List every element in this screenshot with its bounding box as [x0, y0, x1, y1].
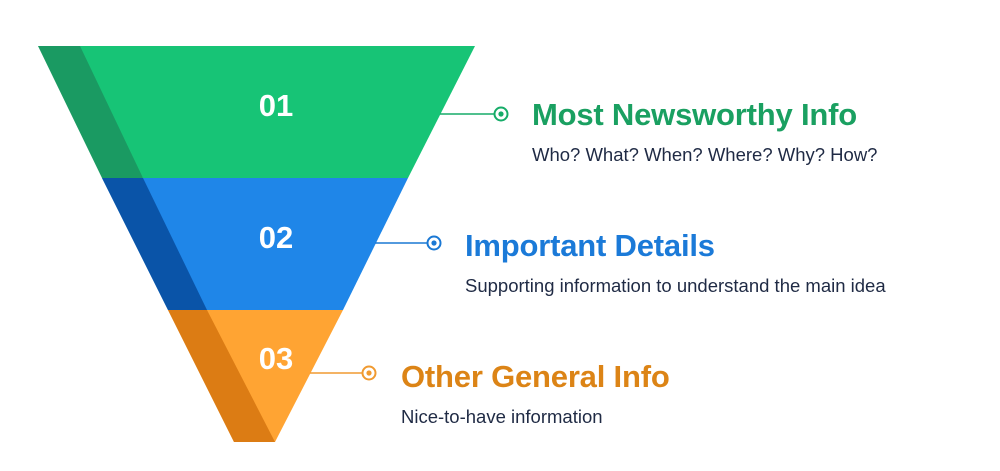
layer-2-label: Important Details Supporting information…: [465, 228, 886, 297]
layer-3-number: 03: [259, 341, 293, 376]
layer-2-number: 02: [259, 220, 293, 255]
layer-1-shadow: [38, 46, 143, 178]
layer-2-subtitle: Supporting information to understand the…: [465, 275, 886, 296]
layer-1-subtitle: Who? What? When? Where? Why? How?: [532, 144, 878, 165]
layer-1-number: 01: [259, 88, 293, 123]
layer-3-connector-dot-core: [366, 370, 372, 376]
layer-1-label: Most Newsworthy Info Who? What? When? Wh…: [532, 97, 877, 166]
layer-3-shadow: [168, 310, 275, 442]
layer-2-shadow: [102, 178, 207, 310]
layer-3-title: Other General Info: [401, 359, 670, 394]
layer-1-band: [38, 46, 475, 178]
layer-1-connector-dot-core: [498, 111, 504, 117]
layer-3-subtitle: Nice-to-have information: [401, 406, 603, 427]
layer-1-title: Most Newsworthy Info: [532, 97, 857, 132]
layer-2-title: Important Details: [465, 228, 715, 263]
layer-3-label: Other General Info Nice-to-have informat…: [401, 359, 670, 428]
layer-2-connector-dot-core: [431, 240, 437, 246]
